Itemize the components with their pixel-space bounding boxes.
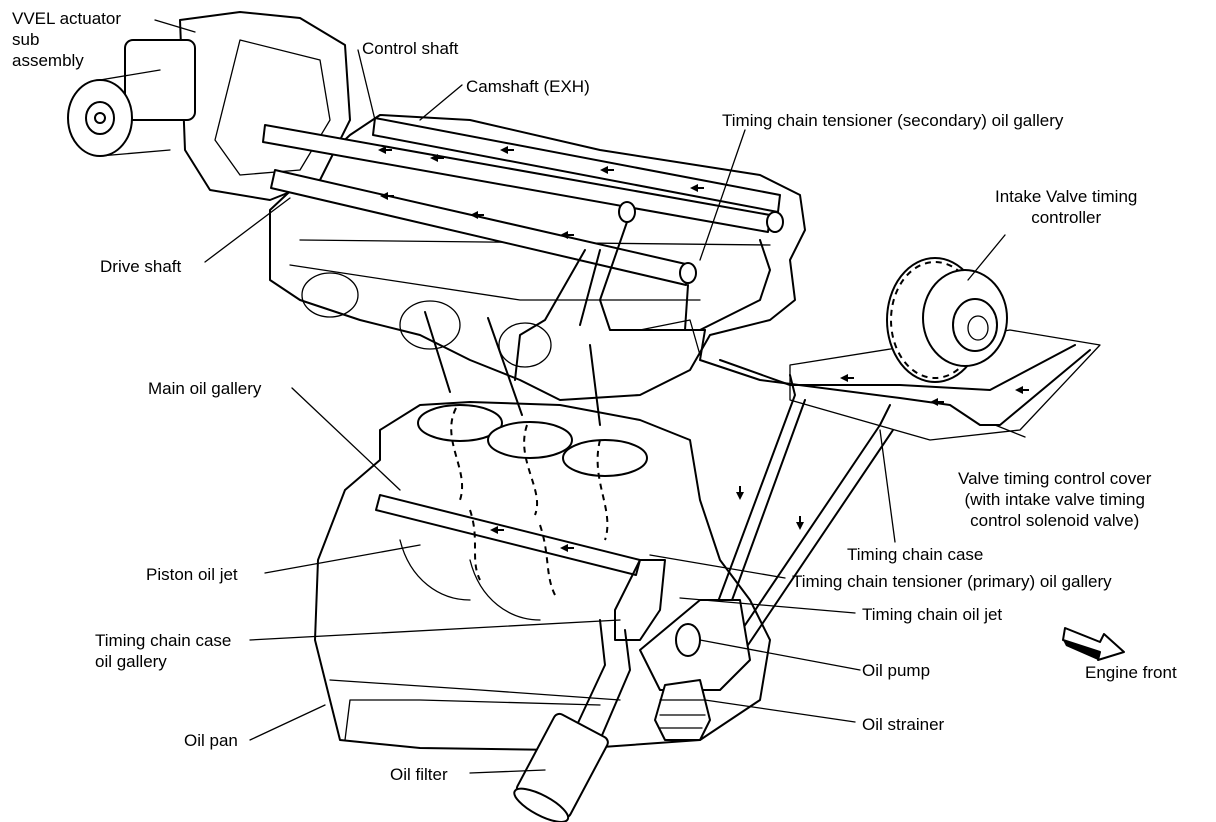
label-tensioner-secondary: Timing chain tensioner (secondary) oil g… xyxy=(722,111,1064,130)
label-tensioner-primary: Timing chain tensioner (primary) oil gal… xyxy=(792,572,1112,591)
label-oil-strainer: Oil strainer xyxy=(862,715,945,734)
label-intake-vtc-line-1: Intake Valve timing xyxy=(995,187,1138,206)
shafts xyxy=(262,117,784,286)
label-vvel-actuator: VVEL actuator sub assembly xyxy=(12,8,121,71)
label-intake-vtc: Intake Valve timing controller xyxy=(995,186,1137,228)
label-oil-filter: Oil filter xyxy=(390,765,448,784)
label-vtc-cover: Valve timing control cover (with intake … xyxy=(958,468,1151,531)
label-case-oil-gallery-line-1: Timing chain case xyxy=(95,631,232,650)
label-main-oil-gallery: Main oil gallery xyxy=(148,379,262,398)
oil-galleries xyxy=(375,221,1101,741)
engine-front-arrow-icon xyxy=(1062,627,1125,661)
label-vtc-cover-line-3: control solenoid valve) xyxy=(970,511,1140,530)
label-control-shaft: Control shaft xyxy=(362,39,459,58)
label-piston-oil-jet: Piston oil jet xyxy=(146,565,238,584)
label-case-oil-gallery-line-2: oil gallery xyxy=(95,652,167,671)
label-engine-front: Engine front xyxy=(1085,663,1177,682)
label-oil-pump: Oil pump xyxy=(862,661,931,680)
label-vvel-line-1: VVEL actuator xyxy=(12,9,121,28)
label-timing-chain-case: Timing chain case xyxy=(847,545,984,564)
label-case-oil-gallery: Timing chain case oil gallery xyxy=(95,630,231,672)
label-vvel-line-2: sub xyxy=(12,30,40,49)
lower-components xyxy=(513,599,751,822)
label-timing-chain-oil-jet: Timing chain oil jet xyxy=(862,605,1003,624)
label-intake-vtc-line-2: controller xyxy=(1031,208,1102,227)
intake-vtc-sprocket xyxy=(886,257,1008,383)
flow-arrows xyxy=(378,146,1029,552)
label-vtc-cover-line-1: Valve timing control cover xyxy=(958,469,1152,488)
label-drive-shaft: Drive shaft xyxy=(100,257,182,276)
label-vvel-line-3: assembly xyxy=(12,51,84,70)
label-camshaft-exh: Camshaft (EXH) xyxy=(466,77,590,96)
label-oil-pan: Oil pan xyxy=(184,731,238,750)
vvel-actuator-drawing xyxy=(67,11,351,201)
label-vtc-cover-line-2: (with intake valve timing xyxy=(964,490,1145,509)
leader-lines xyxy=(154,19,1026,774)
